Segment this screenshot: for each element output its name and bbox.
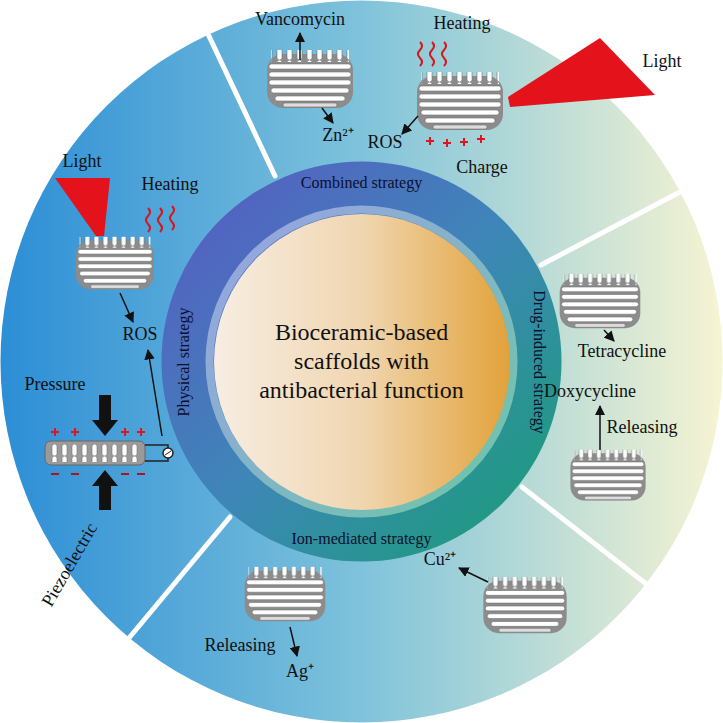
annotation-label: Cu²⁺ — [424, 550, 456, 570]
strategy-label: Physical strategy — [175, 307, 193, 416]
annotation-label: Pressure — [25, 375, 86, 395]
annotation-label: Releasing — [205, 636, 276, 656]
annotation-label: Ag⁺ — [286, 662, 314, 682]
annotation-label: ROS — [367, 133, 402, 153]
annotation-label: Charge — [456, 158, 508, 178]
strategy-label: Combined strategy — [301, 174, 422, 192]
annotation-label: Heating — [434, 14, 491, 34]
strategy-label: Ion-mediated strategy — [292, 530, 432, 548]
annotation-label: Releasing — [607, 418, 678, 438]
annotation-label: Tetracycline — [578, 342, 667, 362]
annotation-label: Vancomycin — [255, 10, 345, 30]
annotation-label: Light — [643, 52, 682, 72]
annotation-label: Zn²⁺ — [322, 126, 353, 146]
annotation-label: Doxycycline — [544, 382, 636, 402]
annotation-label: ROS — [122, 325, 157, 345]
annotation-label: Light — [63, 152, 102, 172]
annotation-label: Heating — [142, 175, 199, 195]
center-title: Bioceramic-based scaffolds with antibact… — [244, 318, 480, 404]
center-circle: Bioceramic-based scaffolds with antibact… — [214, 214, 510, 510]
strategy-label: Drug-induced strategy — [530, 290, 548, 434]
